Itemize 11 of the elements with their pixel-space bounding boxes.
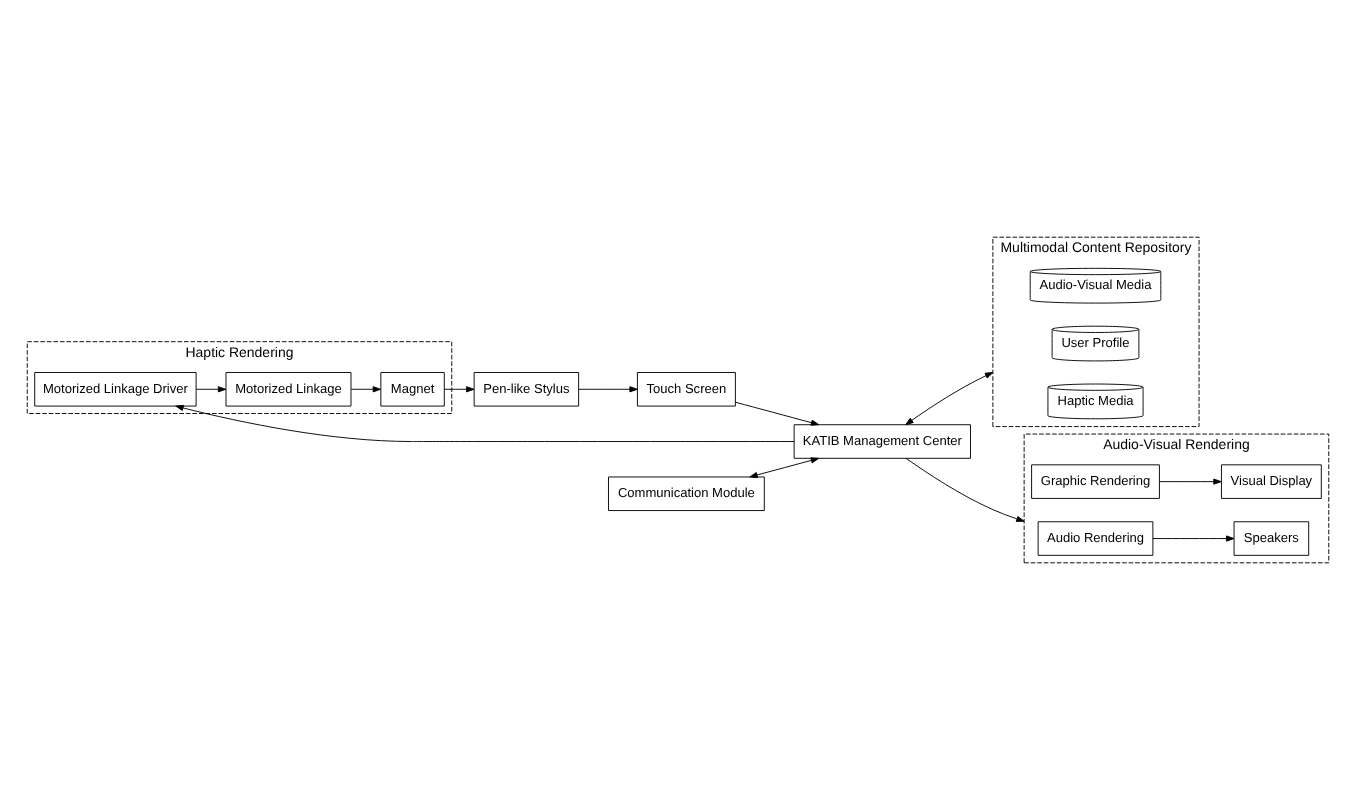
arrow	[195, 386, 227, 393]
arrow	[350, 386, 382, 393]
arrow	[905, 372, 994, 426]
arrow	[175, 404, 795, 442]
arrow	[578, 386, 638, 393]
arrow	[1152, 535, 1235, 542]
arrow	[1159, 478, 1222, 485]
arrow	[905, 457, 1025, 522]
arrow	[749, 457, 820, 478]
arrow	[735, 401, 820, 426]
arrow	[443, 386, 475, 393]
